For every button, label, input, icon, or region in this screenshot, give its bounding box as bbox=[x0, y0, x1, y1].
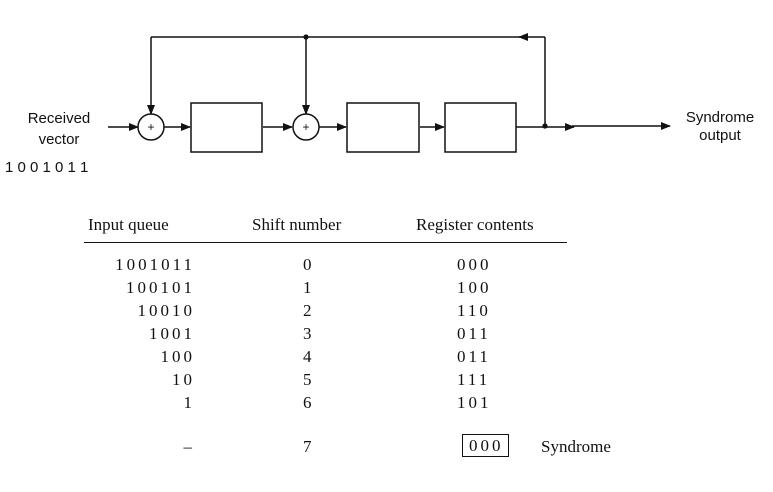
shift-register-circuit: + + Received vector 1 0 0 1 0 1 1 Syndro… bbox=[5, 33, 754, 176]
queue-cell: 100 bbox=[160, 347, 195, 366]
register-cell: 111 bbox=[457, 370, 491, 389]
adder-2 bbox=[292, 113, 320, 141]
final-register-cell: 000 bbox=[462, 434, 509, 457]
header-rule bbox=[84, 242, 567, 243]
register-cell: 011 bbox=[457, 347, 491, 366]
input-label-line1: Received bbox=[28, 110, 91, 127]
register-cell: 000 bbox=[457, 255, 492, 274]
queue-cell: 10 bbox=[172, 370, 195, 389]
queue-cell: 100101 bbox=[126, 278, 195, 297]
shift-cell: 6 bbox=[303, 393, 315, 412]
register-cell: 100 bbox=[457, 278, 492, 297]
register-cell: 101 bbox=[457, 393, 492, 412]
shift-cell: 1 bbox=[303, 278, 315, 297]
junction-dot-top bbox=[303, 34, 309, 40]
output-label-line1: Syndrome bbox=[686, 109, 754, 126]
queue-cell: – bbox=[183, 437, 195, 456]
syndrome-table: Input queue Shift number Register conten… bbox=[80, 205, 611, 475]
junction-dot-output bbox=[542, 123, 548, 129]
shift-cell: 0 bbox=[303, 255, 315, 274]
input-label-line2: vector bbox=[39, 131, 80, 148]
output-label-line2: output bbox=[699, 127, 742, 144]
adder-1-symbol: + bbox=[147, 120, 154, 134]
register-stage-2 bbox=[346, 102, 420, 153]
adder-2-symbol: + bbox=[302, 120, 309, 134]
queue-cell: 1 bbox=[183, 393, 195, 412]
shift-cell: 7 bbox=[303, 437, 315, 456]
shift-cell: 3 bbox=[303, 324, 315, 343]
register-cell: 011 bbox=[457, 324, 491, 343]
shift-cell: 5 bbox=[303, 370, 315, 389]
syndrome-note: Syndrome bbox=[541, 437, 611, 456]
header-register-contents: Register contents bbox=[416, 215, 534, 234]
input-bits: 1 0 0 1 0 1 1 bbox=[5, 159, 88, 176]
shift-cell: 4 bbox=[303, 347, 315, 366]
register-cell: 110 bbox=[457, 301, 491, 320]
queue-cell: 1001011 bbox=[115, 255, 195, 274]
queue-cell: 10010 bbox=[137, 301, 195, 320]
header-input-queue: Input queue bbox=[88, 215, 169, 234]
register-stage-3 bbox=[444, 102, 517, 153]
queue-cell: 1001 bbox=[149, 324, 195, 343]
register-stage-1 bbox=[190, 102, 263, 153]
adder-1 bbox=[137, 113, 165, 141]
shift-cell: 2 bbox=[303, 301, 315, 320]
header-shift-number: Shift number bbox=[252, 215, 342, 234]
